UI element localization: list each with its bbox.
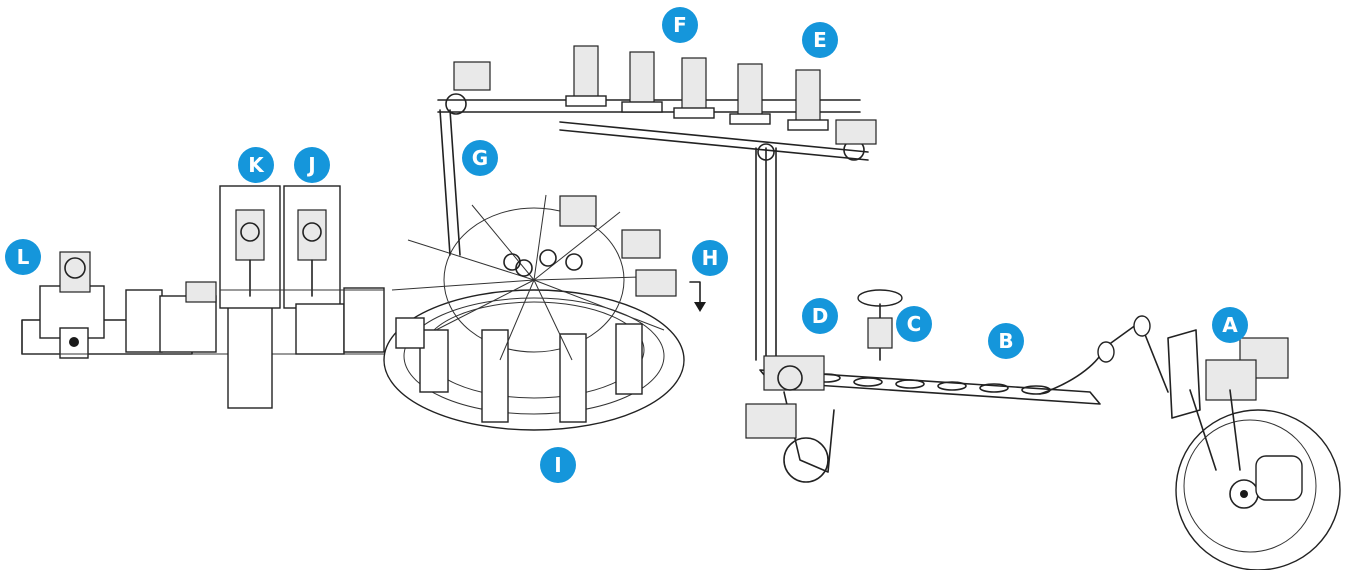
label-d-badge: D (802, 298, 838, 334)
label-g-badge: G (462, 140, 498, 176)
label-a-badge: A (1212, 307, 1248, 343)
unwinder-drawing (1039, 315, 1341, 571)
gantry-drawing (437, 45, 877, 361)
label-b-badge: B (988, 323, 1024, 359)
label-h-badge: H (692, 240, 728, 276)
label-f-badge: F (662, 7, 698, 43)
unit-l-drawing (21, 251, 420, 359)
turntable-drawing (383, 194, 706, 431)
label-j-badge: J (294, 147, 330, 183)
label-e-badge: E (802, 22, 838, 58)
label-c-badge: C (896, 306, 932, 342)
conveyor-drawing (745, 289, 1101, 483)
unit-kj-drawing (219, 185, 385, 409)
label-k-badge: K (238, 147, 274, 183)
label-i-badge: I (540, 447, 576, 483)
label-l-badge: L (5, 239, 41, 275)
